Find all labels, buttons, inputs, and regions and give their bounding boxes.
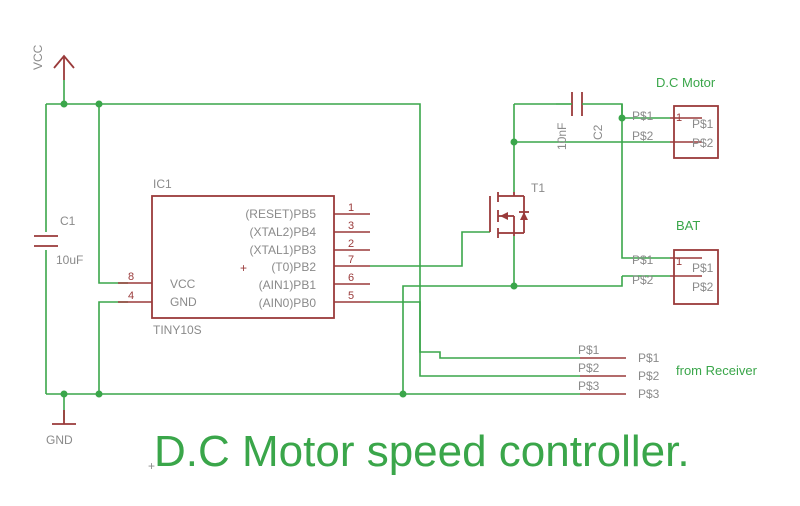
ic1-pin-pb0-label: (AIN0)PB0	[259, 296, 317, 310]
bat-pin2-label: P$2	[692, 280, 714, 294]
motor-name: D.C Motor	[656, 75, 716, 90]
gnd-symbol: GND	[46, 410, 76, 447]
gnd-label: GND	[46, 433, 73, 447]
ic1-pin-pb5-label: (RESET)PB5	[245, 207, 316, 221]
ic1-pin-7-num: 7	[348, 254, 354, 266]
junction-dots	[60, 100, 626, 398]
c1-value: 10uF	[56, 253, 83, 267]
c1-name: C1	[60, 214, 76, 228]
ic1-part: TINY10S	[153, 323, 202, 337]
bat-name: BAT	[676, 218, 700, 233]
ic1-pin-8-num: 8	[128, 271, 134, 283]
ic1-pin-6-num: 6	[348, 272, 354, 284]
capacitor-c1: C1 10uF	[34, 214, 83, 267]
t1-name: T1	[531, 181, 545, 195]
receiver-pin3-label: P$3	[638, 387, 660, 401]
ic1-pin-1-num: 1	[348, 202, 354, 214]
ic1-pin-3-num: 3	[348, 220, 354, 232]
bat-pin-one: 1	[676, 256, 682, 268]
ic1-pin-pb2-label: (T0)PB2	[271, 260, 316, 274]
ic1-pin-4-num: 4	[128, 290, 134, 302]
receiver-wire-pin1: P$1	[578, 343, 600, 357]
motor-pin-one: 1	[676, 112, 682, 124]
receiver-pin1-label: P$1	[638, 351, 660, 365]
motor-pin2-label: P$2	[692, 136, 714, 150]
motor-pin1-label: P$1	[692, 117, 714, 131]
receiver-name: from Receiver	[676, 363, 758, 378]
diagram-title: D.C Motor speed controller.	[154, 427, 690, 476]
ic1-pin-2-num: 2	[348, 238, 354, 250]
motor-connector: P$1 P$2 1 P$1 P$2 D.C Motor	[632, 75, 719, 159]
bat-wire-pin1: P$1	[632, 253, 654, 267]
receiver-wire-pin2: P$2	[578, 361, 600, 375]
title-origin-mark: +	[148, 459, 155, 473]
capacitor-c2: 10nF C2	[555, 92, 605, 150]
c2-value: 10nF	[555, 123, 569, 150]
ic1-pin-pb3-label: (XTAL1)PB3	[250, 243, 317, 257]
receiver-wire-pin3: P$3	[578, 379, 600, 393]
ic1-pin-pb4-label: (XTAL2)PB4	[250, 225, 317, 239]
receiver-connector: P$1 P$2 P$3 P$1 P$2 P$3 from Receiver	[578, 343, 758, 401]
ic1-plus-mark: +	[240, 261, 247, 275]
vcc-symbol: VCC	[31, 44, 75, 80]
wires	[45, 80, 670, 420]
mosfet-t1: T1	[489, 181, 545, 238]
ic1-pin-5-num: 5	[348, 290, 354, 302]
motor-wire-pin1: P$1	[632, 109, 654, 123]
receiver-pin2-label: P$2	[638, 369, 660, 383]
ic1-name: IC1	[153, 177, 172, 191]
bat-wire-pin2: P$2	[632, 273, 654, 287]
ic1-chip: IC1 TINY10S 8 4 VCC GND 1 3 2 7 6 5 (RES…	[118, 177, 370, 337]
battery-connector: P$1 P$2 1 P$1 P$2 BAT	[632, 218, 719, 305]
vcc-label: VCC	[31, 44, 45, 70]
c2-name: C2	[591, 124, 605, 140]
ic1-pin-vcc-label: VCC	[170, 277, 196, 291]
ic1-pin-pb1-label: (AIN1)PB1	[259, 278, 317, 292]
ic1-pin-gnd-label: GND	[170, 295, 197, 309]
motor-wire-pin2: P$2	[632, 129, 654, 143]
bat-pin1-label: P$1	[692, 261, 714, 275]
